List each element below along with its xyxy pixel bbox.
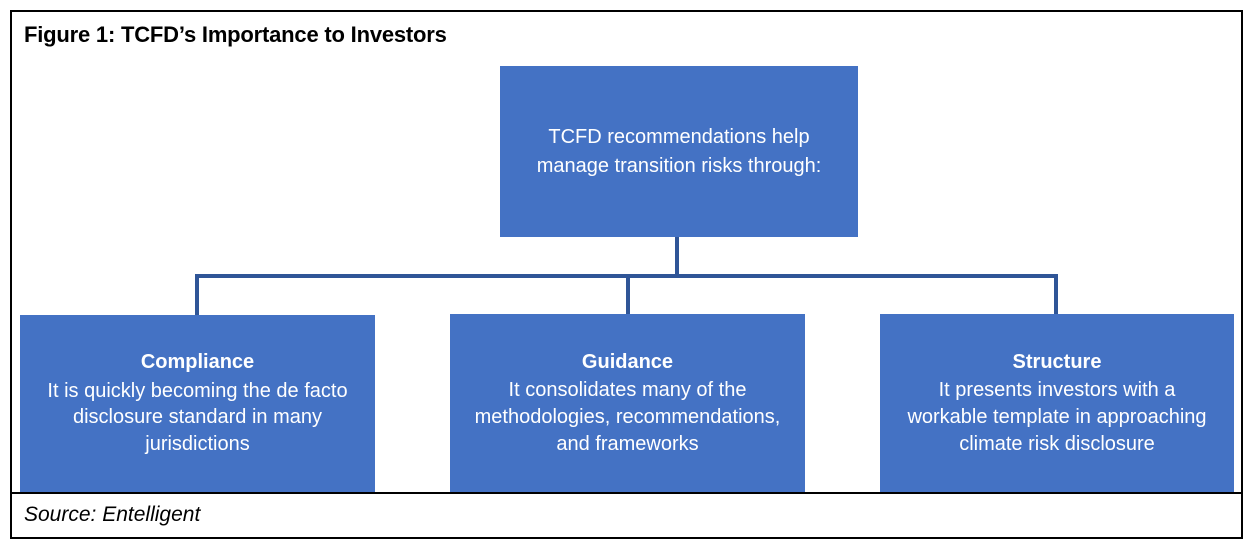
node-compliance-heading: Compliance	[140, 351, 255, 374]
source-note: Source: Entelligent	[24, 503, 201, 526]
node-root: TCFD recommendations help manage transit…	[500, 66, 858, 237]
connector-drop-compliance	[195, 274, 199, 315]
node-compliance-body: It is quickly becoming the de facto disc…	[47, 379, 348, 456]
node-structure-body: It presents investors with a workable te…	[907, 379, 1207, 455]
connector-drop-structure	[1054, 274, 1058, 315]
source-divider	[12, 492, 1241, 494]
node-guidance-heading: Guidance	[581, 350, 674, 373]
node-structure: Structure It presents investors with a w…	[880, 314, 1234, 492]
node-compliance: Compliance It is quickly becoming the de…	[20, 315, 375, 492]
node-guidance-body: It consolidates many of the methodologie…	[474, 379, 781, 455]
node-structure-heading: Structure	[1012, 350, 1102, 373]
connector-drop-guidance	[626, 274, 630, 315]
node-guidance: Guidance It consolidates many of the met…	[450, 314, 805, 492]
node-root-text: TCFD recommendations help manage transit…	[536, 126, 822, 177]
figure-title: Figure 1: TCFD’s Importance to Investors	[24, 22, 447, 47]
figure-outer-border	[10, 10, 1243, 539]
connector-root-stem	[675, 237, 679, 278]
